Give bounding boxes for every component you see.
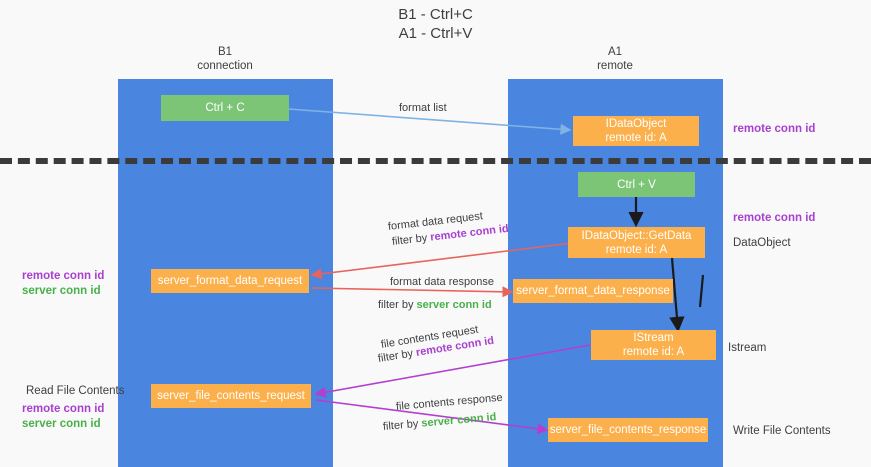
label-format-data-response-filter: filter by server conn id bbox=[378, 298, 492, 312]
box-server-file-contents-response[interactable]: server_file_contents_response bbox=[548, 418, 708, 442]
box-istream[interactable]: IStream remote id: A bbox=[591, 330, 716, 360]
label-format-data-response: format data response bbox=[390, 276, 494, 288]
left-label-server-conn-id-bottom: server conn id bbox=[22, 418, 101, 430]
left-label-server-conn-id-mid: server conn id bbox=[22, 285, 101, 297]
label-format-list: format list bbox=[399, 102, 447, 114]
box-idataobject[interactable]: IDataObject remote id: A bbox=[573, 116, 699, 146]
box-server-format-data-request[interactable]: server_format_data_request bbox=[151, 269, 309, 293]
filter-value-server-conn-id: server conn id bbox=[416, 299, 492, 311]
left-label-read-file-contents: Read File Contents bbox=[26, 385, 125, 397]
left-label-remote-conn-id-bottom: remote conn id bbox=[22, 403, 105, 415]
column-header-b1: B1 connection bbox=[197, 46, 253, 72]
filter-prefix: filter by bbox=[382, 417, 422, 433]
box-server-format-data-response[interactable]: server_format_data_response bbox=[513, 279, 673, 303]
diagram-title: B1 - Ctrl+C A1 - Ctrl+V bbox=[398, 6, 473, 42]
column-header-a1: A1 remote bbox=[597, 46, 633, 72]
right-label-write-file-contents: Write File Contents bbox=[733, 425, 831, 437]
filter-prefix: filter by bbox=[378, 299, 417, 311]
right-label-remote-conn-id-mid: remote conn id bbox=[733, 212, 816, 224]
right-label-dataobject: DataObject bbox=[733, 237, 791, 249]
left-label-remote-conn-id-mid: remote conn id bbox=[22, 270, 105, 282]
box-ctrl-v[interactable]: Ctrl + V bbox=[578, 172, 695, 197]
right-label-remote-conn-id-top: remote conn id bbox=[733, 123, 816, 135]
filter-prefix: filter by bbox=[391, 231, 431, 248]
box-server-file-contents-request[interactable]: server_file_contents_request bbox=[151, 384, 311, 408]
filter-value-server-conn-id: server conn id bbox=[420, 411, 497, 430]
security-boundary-divider bbox=[0, 158, 871, 164]
box-ctrl-c[interactable]: Ctrl + C bbox=[161, 95, 289, 121]
right-label-istream: Istream bbox=[728, 342, 767, 354]
box-idataobject-getdata[interactable]: IDataObject::GetData remote id: A bbox=[568, 227, 705, 258]
